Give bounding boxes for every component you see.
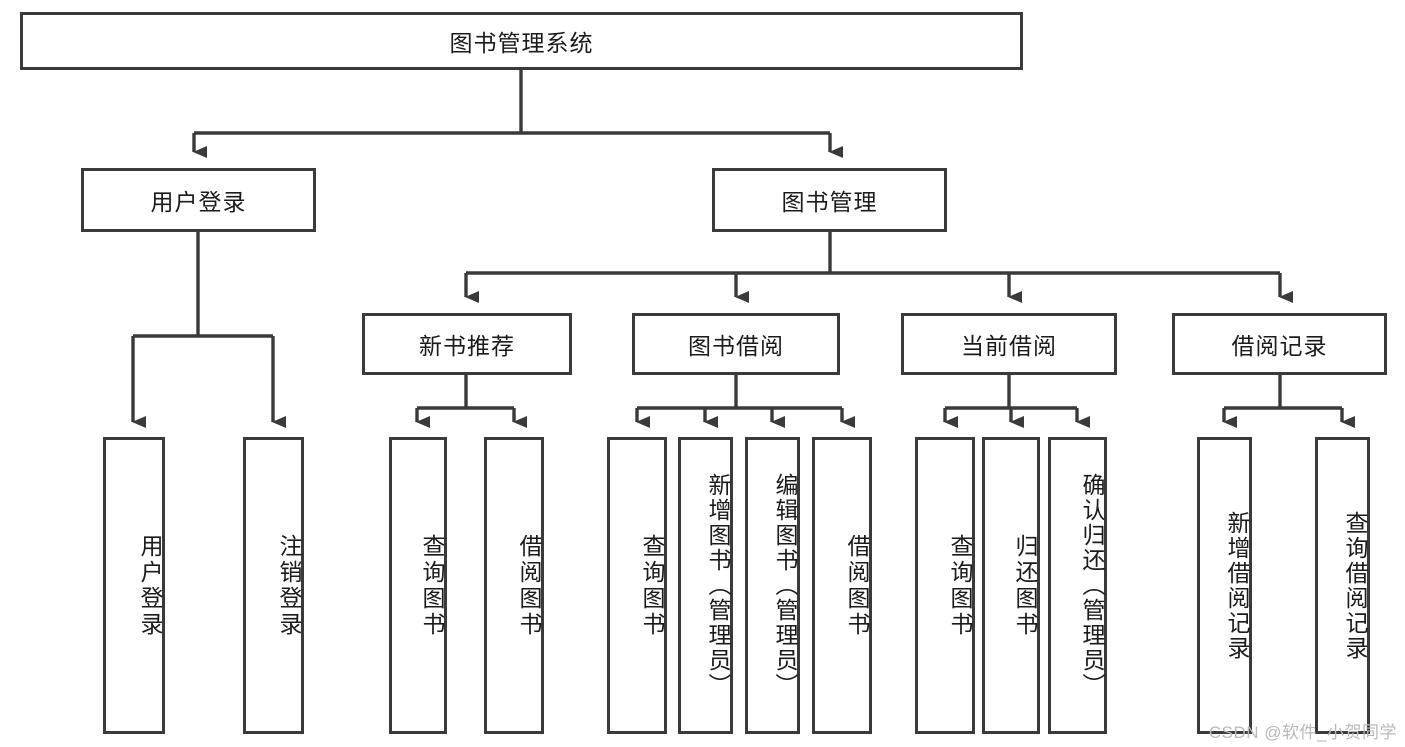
node-leaf-query-record[interactable]: 查询借阅记录 — [1315, 437, 1370, 734]
node-new-book-recommend[interactable]: 新书推荐 — [362, 313, 572, 375]
node-leaf-user-login[interactable]: 用户登录 — [103, 437, 165, 734]
node-leaf-borrow-book-1[interactable]: 借阅图书 — [484, 437, 544, 734]
node-leaf-add-book[interactable]: 新增图书（管理员） — [678, 437, 733, 734]
node-root-book-management-system[interactable]: 图书管理系统 — [20, 12, 1023, 70]
node-leaf-confirm-return[interactable]: 确认归还（管理员） — [1048, 437, 1107, 734]
node-borrow-record[interactable]: 借阅记录 — [1172, 313, 1387, 375]
node-user-login[interactable]: 用户登录 — [81, 168, 316, 232]
node-leaf-borrow-book-2[interactable]: 借阅图书 — [812, 437, 872, 734]
node-current-borrow[interactable]: 当前借阅 — [901, 313, 1117, 375]
node-leaf-return-book[interactable]: 归还图书 — [982, 437, 1040, 734]
node-book-management[interactable]: 图书管理 — [712, 168, 947, 232]
node-leaf-query-book-1[interactable]: 查询图书 — [389, 437, 447, 734]
node-leaf-query-book-2[interactable]: 查询图书 — [607, 437, 667, 734]
node-book-borrow[interactable]: 图书借阅 — [632, 313, 840, 375]
node-leaf-edit-book[interactable]: 编辑图书（管理员） — [745, 437, 800, 734]
node-leaf-logout[interactable]: 注销登录 — [243, 437, 304, 734]
node-leaf-add-record[interactable]: 新增借阅记录 — [1197, 437, 1252, 734]
node-leaf-query-book-3[interactable]: 查询图书 — [915, 437, 975, 734]
watermark-text: CSDN @软件_小贺同学 — [1208, 723, 1397, 742]
